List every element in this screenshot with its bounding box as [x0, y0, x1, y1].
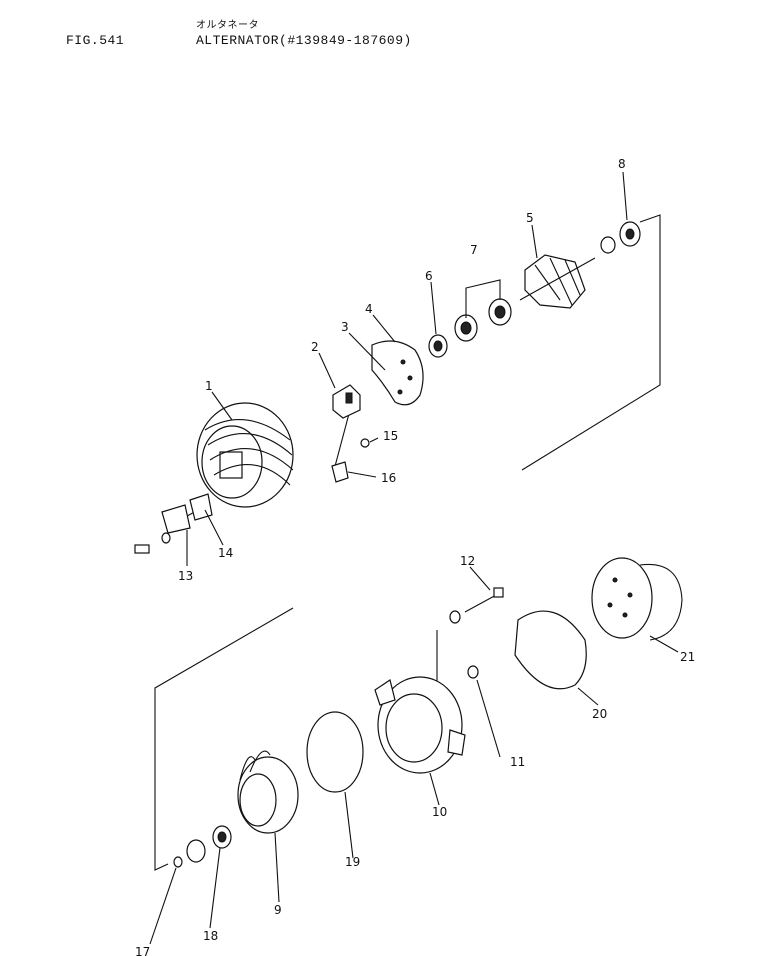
- figure-number: FIG.541: [66, 33, 125, 48]
- callout-1: 1: [205, 379, 213, 393]
- part-bolt: [449, 587, 504, 624]
- callout-18: 18: [203, 929, 218, 943]
- callout-12: 12: [460, 554, 475, 568]
- callout-21: 21: [680, 650, 695, 664]
- callout-19: 19: [345, 855, 360, 869]
- callout-7: 7: [470, 243, 478, 257]
- part-center-housing: [374, 676, 466, 774]
- assembly-line-lower: [154, 607, 294, 871]
- callout-3: 3: [341, 320, 349, 334]
- part-shield: [514, 610, 587, 690]
- part-rotor: [519, 254, 596, 309]
- callout-15: 15: [383, 429, 398, 443]
- part-stator: [237, 750, 299, 834]
- diagram-title: ALTERNATOR(#139849-187609): [196, 33, 412, 48]
- part-brackets: [134, 493, 213, 554]
- callout-4: 4: [365, 302, 373, 316]
- part-o-ring: [306, 711, 364, 793]
- callout-5: 5: [526, 211, 534, 225]
- callout-14: 14: [218, 546, 233, 560]
- callout-6: 6: [425, 269, 433, 283]
- callout-11: 11: [510, 755, 525, 769]
- callout-20: 20: [592, 707, 607, 721]
- part-snap-ring: [173, 856, 183, 868]
- part-pulleys-7: [454, 298, 512, 342]
- part-bearing-8: [600, 221, 641, 254]
- part-washer: [467, 665, 479, 679]
- part-bearing-6: [428, 334, 448, 358]
- title-japanese: オルタネータ: [196, 20, 259, 31]
- callout-17: 17: [135, 945, 150, 956]
- callout-9: 9: [274, 903, 282, 917]
- part-front-housing: [196, 402, 294, 508]
- part-rear-cover: [371, 340, 424, 406]
- part-rear-housing: [591, 557, 683, 641]
- callout-16: 16: [381, 471, 396, 485]
- callout-8: 8: [618, 157, 626, 171]
- assembly-line-upper: [521, 214, 661, 471]
- part-connectors: [331, 438, 370, 483]
- part-brush-holder: [332, 384, 361, 419]
- callout-10: 10: [432, 805, 447, 819]
- callout-2: 2: [311, 340, 319, 354]
- part-bearing-18: [186, 825, 232, 863]
- callout-13: 13: [178, 569, 193, 583]
